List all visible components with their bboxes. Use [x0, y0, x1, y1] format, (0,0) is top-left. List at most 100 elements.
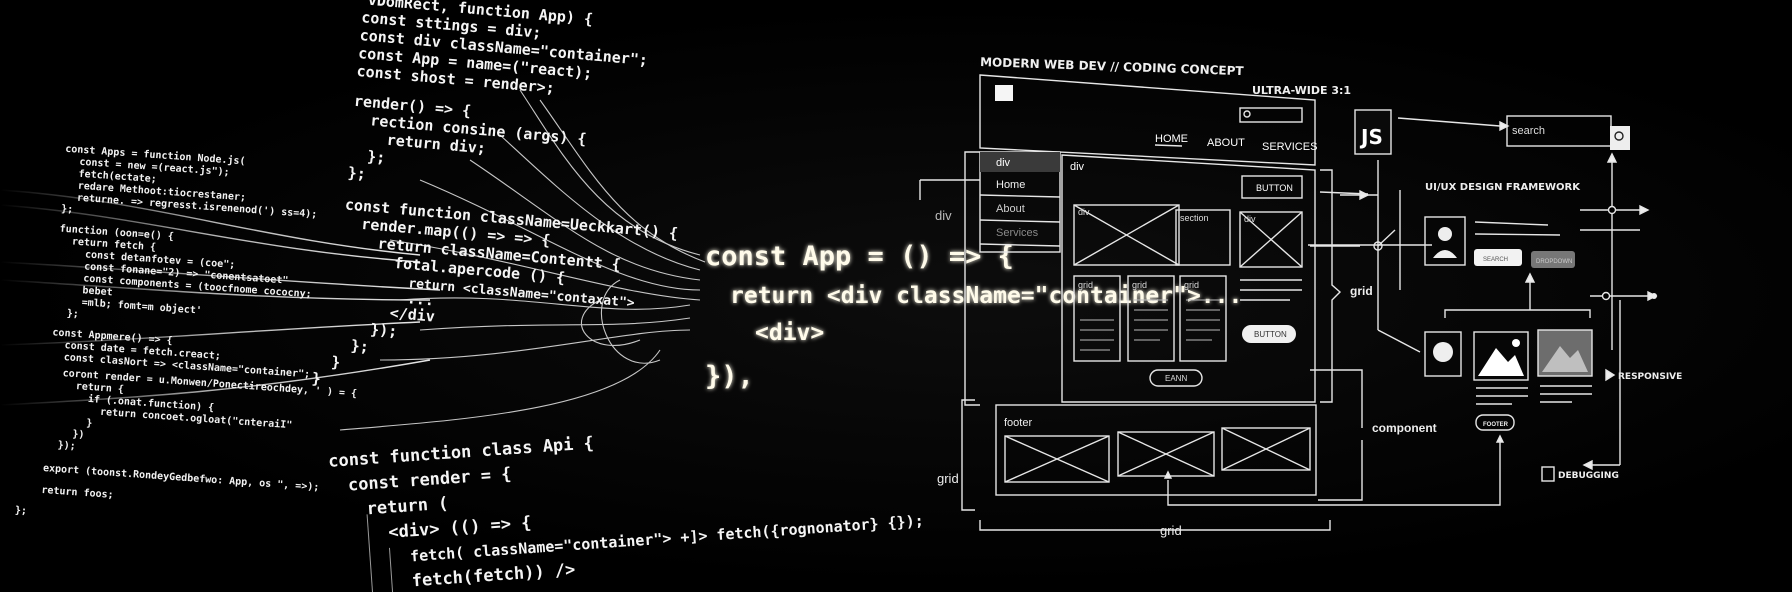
sidebar-div: div	[996, 157, 1011, 169]
browser-header	[979, 74, 1316, 166]
bracket-left	[964, 151, 980, 406]
code-line: });	[57, 440, 76, 452]
code-line: };	[367, 147, 387, 167]
cell-section-label: section	[1180, 213, 1209, 223]
code-line: }	[311, 369, 322, 388]
pill-dropdown	[1531, 251, 1575, 268]
pill-search-label: SEARCH	[1483, 257, 1508, 263]
code-line: =mlb; fomt=m object'	[81, 296, 202, 316]
code-line: <div>	[755, 320, 824, 346]
grid-col-3-label: grid	[1184, 280, 1199, 290]
code-line: <div> (() => {	[388, 513, 532, 543]
code-line: const App = () => {	[705, 241, 1014, 272]
code-line: }	[86, 418, 93, 429]
code-line: }	[330, 353, 341, 372]
responsive-label: RESPONSIVE	[1618, 372, 1682, 382]
component-diagram: JS search UI/UX DESIGN FRAMEWORK SEARCH …	[1308, 109, 1682, 482]
image-icon	[1542, 346, 1588, 372]
button-primary-label: BUTTON	[1256, 183, 1293, 193]
code-line: })	[72, 429, 85, 441]
code-line: };	[15, 505, 28, 517]
grid-col-3	[1179, 275, 1227, 362]
code-line: };	[350, 336, 370, 356]
gallery-icon	[1433, 342, 1453, 362]
main-content	[1061, 154, 1316, 403]
small-button	[1149, 369, 1203, 387]
framework-label: UI/UX DESIGN FRAMEWORK	[1425, 182, 1581, 193]
code-block-left: const Apps = function Node.js( const = n…	[15, 143, 358, 517]
pill-footer-label: FOOTER	[1483, 422, 1509, 428]
nav-home: HOME	[1155, 133, 1188, 145]
label-component: component	[1372, 421, 1437, 435]
label-grid-bottom: grid	[1160, 523, 1182, 538]
code-line: };	[61, 204, 74, 216]
debug-icon	[1541, 466, 1555, 482]
js-badge-label: JS	[1359, 125, 1383, 149]
cell-div-2-label: div	[1244, 214, 1256, 224]
grid-col-2-label: grid	[1132, 280, 1147, 290]
logo-icon	[995, 85, 1013, 101]
play-icon	[1605, 368, 1616, 382]
search-bar-label: search	[1512, 125, 1545, 137]
nav-about: ABOUT	[1207, 137, 1245, 149]
footer	[995, 404, 1317, 496]
pill-dropdown-label: DROPDOWN	[1536, 259, 1572, 265]
code-line: const render = {	[347, 464, 512, 495]
grid-col-2	[1127, 275, 1175, 362]
code-line: fetch(ectate;	[78, 169, 157, 185]
cell-div-2	[1239, 211, 1303, 268]
cell-div-label: div	[1078, 207, 1090, 217]
code-line: </div	[389, 304, 436, 326]
small-button-label: EANN	[1165, 374, 1187, 383]
bracket-bottom	[979, 520, 1331, 531]
user-avatar-icon	[1438, 227, 1452, 241]
wireframe-title: MODERN WEB DEV // CODING CONCEPT	[980, 55, 1245, 78]
label-grid-right: grid	[1350, 284, 1373, 298]
sidebar-home: Home	[996, 179, 1025, 191]
code-line: });	[369, 320, 398, 340]
search-box	[1239, 107, 1303, 123]
image-card-1	[1473, 331, 1529, 381]
code-line: };	[66, 308, 79, 320]
image-icon	[1478, 348, 1524, 376]
button-primary	[1241, 175, 1303, 199]
grid-col-1-label: grid	[1078, 280, 1093, 290]
user-card	[1424, 216, 1466, 266]
label-div-left: div	[935, 208, 952, 223]
grid-col-1	[1073, 275, 1121, 362]
cell-div	[1073, 204, 1180, 266]
pill-search	[1474, 249, 1522, 266]
debugging-label: DEBUGGING	[1558, 471, 1619, 481]
label-grid-left: grid	[937, 471, 959, 486]
code-line: };	[347, 164, 367, 184]
pill-footer	[1475, 414, 1515, 431]
cell-section	[1175, 209, 1231, 266]
search-icon	[1243, 110, 1251, 118]
code-line: bebet	[82, 285, 113, 298]
footer-label: footer	[1004, 417, 1032, 429]
code-block-center: const App = () => { return <div classNam…	[705, 241, 1242, 392]
format-label: ULTRA-WIDE 3:1	[1252, 84, 1351, 97]
js-badge	[1354, 109, 1392, 155]
code-line: fetch(fetch)) />	[411, 560, 576, 591]
gallery-card	[1424, 331, 1462, 377]
code-block-bottom: const function class Api { const render …	[328, 433, 924, 592]
nav-services: SERVICES	[1262, 141, 1317, 153]
light-streaks	[0, 189, 441, 406]
sidebar-services: Services	[996, 227, 1039, 239]
code-line: return (	[366, 494, 449, 520]
sidebar-about: About	[996, 203, 1025, 215]
button-secondary-label: BUTTON	[1254, 330, 1287, 339]
button-secondary	[1242, 325, 1296, 343]
flow-lines	[339, 89, 706, 431]
code-line: }),	[705, 361, 754, 392]
code-line: ...	[406, 289, 435, 309]
code-line: return {	[75, 381, 124, 395]
code-line: return foos;	[41, 485, 114, 501]
code-block-top: vDomRect, function App) { const sttings …	[311, 0, 679, 388]
code-line: return <div className="container">...	[730, 283, 1242, 309]
wireframe-mockup: MODERN WEB DEV // CODING CONCEPT ULTRA-W…	[919, 55, 1505, 538]
code-line: const function class Api {	[328, 433, 595, 472]
